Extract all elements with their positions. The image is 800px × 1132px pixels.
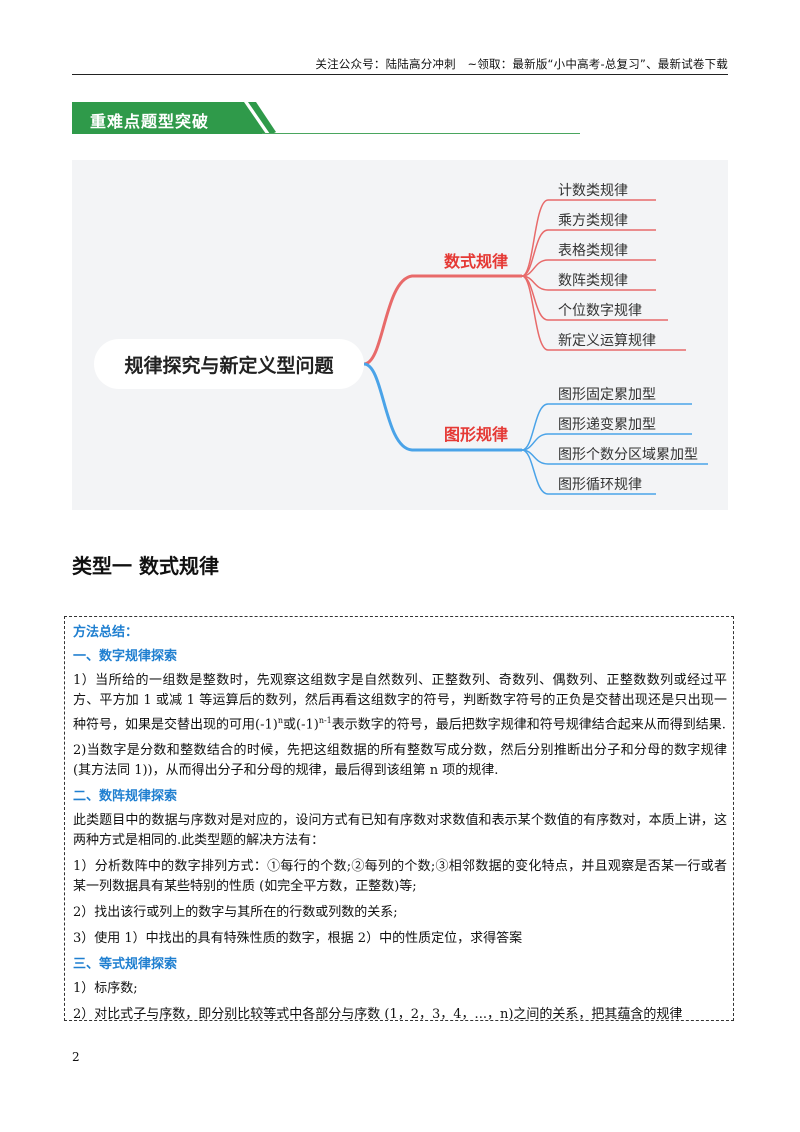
summary-title: 方法总结：: [73, 625, 139, 640]
paragraph-equation-step1: 1）标序数;: [73, 981, 138, 997]
heading-array-pattern: 二、数阵规律探索: [73, 789, 178, 805]
paragraph-array-intro: 此类题目中的数据与序数对是对应的，设问方式有已知有序数对求数值和表示某个数值的有…: [73, 813, 727, 849]
page-header-text: 关注公众号：陆陆高分冲刺 ~领取：最新版“小中高考-总复习”、最新试卷下载: [315, 57, 728, 71]
branch-tuxing: 图形规律: [444, 425, 509, 444]
leaf-fixed-accumulation: 图形固定累加型: [558, 387, 656, 403]
header-divider: [72, 74, 728, 75]
heading-number-pattern: 一、数字规律探索: [73, 649, 178, 664]
paragraph-array-step2: 2）找出该行或列上的数字与其所在的行数或列数的关系;: [73, 905, 398, 921]
leaf-new-operation: 新定义运算规律: [558, 333, 656, 349]
section-title: 类型一 数式规律: [72, 554, 219, 578]
leaf-region-accumulation: 图形个数分区域累加型: [558, 447, 698, 463]
method-summary-box: 方法总结： 一、数字规律探索 1）当所给的一组数是整数时，先观察这组数字是自然数…: [64, 616, 734, 1021]
leaf-counting: 计数类规律: [558, 183, 628, 199]
banner-title: 重难点题型突破: [90, 112, 210, 131]
banner-underline: [262, 133, 580, 134]
section-banner: [72, 102, 262, 134]
mind-map-root: 规律探究与新定义型问题: [94, 339, 364, 389]
leaf-units-digit: 个位数字规律: [558, 303, 642, 319]
leaf-array: 数阵类规律: [558, 273, 628, 289]
mind-map: 规律探究与新定义型问题 数式规律 图形规律 计数类规律 乘方类规律 表格类规律 …: [72, 160, 728, 510]
paragraph-number-integers: 1）当所给的一组数是整数时，先观察这组数字是自然数列、正整数列、奇数列、偶数列、…: [73, 673, 727, 733]
leaf-table: 表格类规律: [558, 243, 628, 259]
paragraph-equation-step2: 2）对比式子与序数，即分别比较等式中各部分与序数 (1，2，3，4，...，n)…: [73, 1007, 683, 1021]
page-number: 2: [72, 1050, 80, 1064]
banner-stripes-icon: [236, 102, 276, 134]
paragraph-number-fractions: 2)当数字是分数和整数结合的时候，先把这组数据的所有整数写成分数，然后分别推断出…: [73, 743, 727, 779]
method-summary-content: 方法总结： 一、数字规律探索 1）当所给的一组数是整数时，先观察这组数字是自然数…: [73, 623, 727, 1021]
heading-equation-pattern: 三、等式规律探索: [73, 957, 178, 973]
leaf-progressive-accumulation: 图形递变累加型: [558, 417, 656, 433]
mind-map-connectors: [363, 199, 708, 495]
leaf-power: 乘方类规律: [558, 213, 628, 229]
paragraph-array-step1: 1）分析数阵中的数字排列方式：①每行的个数;②每列的个数;③相邻数据的变化特点，…: [73, 859, 727, 895]
leaf-cyclic: 图形循环规律: [558, 477, 642, 493]
paragraph-array-step3: 3）使用 1）中找出的具有特殊性质的数字，根据 2）中的性质定位，求得答案: [73, 931, 523, 947]
branch-shushi: 数式规律: [444, 252, 509, 271]
